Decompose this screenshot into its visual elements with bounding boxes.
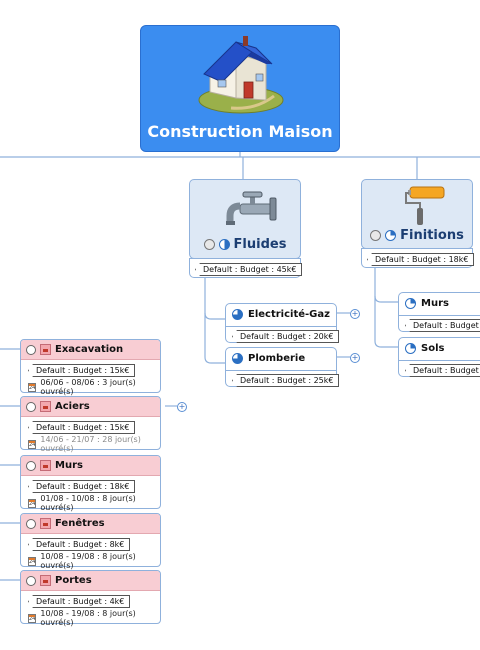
budget-tag: Default : Budget : 10 [405,364,480,377]
subnode-sols[interactable]: Sols Default : Budget : 10 [398,337,480,377]
task-dates: 10/08 - 19/08 : 8 jour(s) ouvré(s) [40,552,136,570]
task-status-icon [26,460,36,471]
progress-icon [405,298,416,309]
task-title: Murs [55,460,83,471]
progress-half-icon [218,239,230,250]
task-title: Fenêtres [55,518,105,529]
house-icon [198,36,284,114]
budget-tag: Default : Budget : 15k€ [28,364,136,377]
faucet-icon [226,191,277,225]
task-aciers[interactable]: Aciers Default : Budget : 15k€ 24 14/06 … [20,396,161,453]
budget-tag: Default : Budget : 16 [405,319,480,332]
root-title: Construction Maison [147,122,333,141]
priority-flag-icon [40,460,51,471]
calendar-icon: 24 [28,613,37,623]
progress-icon [232,353,243,364]
budget-box-finitions: Default : Budget : 18k€ [361,248,475,268]
progress-icon [232,309,243,320]
expand-toggle[interactable]: + [350,309,360,319]
budget-tag: Default : Budget : 25k€ [232,374,340,387]
priority-flag-icon [40,401,51,412]
task-dates: 01/08 - 10/08 : 8 jour(s) ouvré(s) [40,494,136,512]
task-status-icon [26,518,36,529]
root-node[interactable]: Construction Maison [140,25,340,152]
task-fenetres[interactable]: Fenêtres Default : Budget : 8k€ 24 10/08… [20,513,161,570]
subnode-murs-finitions[interactable]: Murs Default : Budget : 16 [398,292,480,332]
subnode-title: Murs [421,298,449,309]
subnode-plomberie[interactable]: Plomberie Default : Budget : 25k€ [225,347,340,387]
expand-toggle[interactable]: + [177,402,187,412]
priority-flag-icon [40,575,51,586]
budget-box-fluides: Default : Budget : 45k€ [189,258,303,278]
task-status-icon [26,575,36,586]
calendar-icon: 24 [28,382,37,392]
task-dates: 14/06 - 21/07 : 28 jour(s) ouvré(s) [40,435,141,453]
calendar-icon: 24 [28,498,37,508]
priority-flag-icon [40,518,51,529]
calendar-icon: 24 [28,439,37,449]
task-dates: 06/06 - 08/06 : 3 jour(s) ouvré(s) [40,378,136,396]
task-exacavation[interactable]: Exacavation Default : Budget : 15k€ 24 0… [20,339,161,396]
task-status-icon [26,344,36,355]
calendar-icon: 24 [28,556,37,566]
budget-tag: Default : Budget : 15k€ [28,421,136,434]
budget-tag: Default : Budget : 45k€ [195,263,303,276]
task-murs[interactable]: Murs Default : Budget : 18k€ 24 01/08 - … [20,455,161,512]
task-title: Aciers [55,401,90,412]
expand-toggle[interactable]: + [350,353,360,363]
subnode-electricite-gaz[interactable]: Electricité-Gaz Default : Budget : 20k€ [225,303,340,343]
branch-title-fluides: Fluides [233,237,287,252]
subnode-title: Plomberie [248,353,306,364]
progress-quarter-icon [385,230,397,241]
budget-tag: Default : Budget : 20k€ [232,330,340,343]
budget-tag: Default : Budget : 18k€ [367,253,475,266]
task-dates: 10/08 - 19/08 : 8 jour(s) ouvré(s) [40,609,136,627]
task-title: Portes [55,575,92,586]
branch-title-finitions: Finitions [400,228,464,243]
progress-icon [405,343,416,354]
branch-fluides[interactable]: Fluides [189,179,301,259]
branch-finitions[interactable]: Finitions [361,179,473,249]
paint-roller-icon [405,186,445,225]
budget-tag: Default : Budget : 8k€ [28,538,131,551]
budget-tag: Default : Budget : 4k€ [28,595,131,608]
subnode-title: Electricité-Gaz [248,309,330,320]
task-status-icon [26,401,36,412]
priority-flag-icon [40,344,51,355]
budget-tag: Default : Budget : 18k€ [28,480,136,493]
resource-icon [203,239,215,250]
task-title: Exacavation [55,344,124,355]
resource-icon [370,230,382,241]
task-portes[interactable]: Portes Default : Budget : 4k€ 24 10/08 -… [20,570,161,627]
subnode-title: Sols [421,343,445,354]
